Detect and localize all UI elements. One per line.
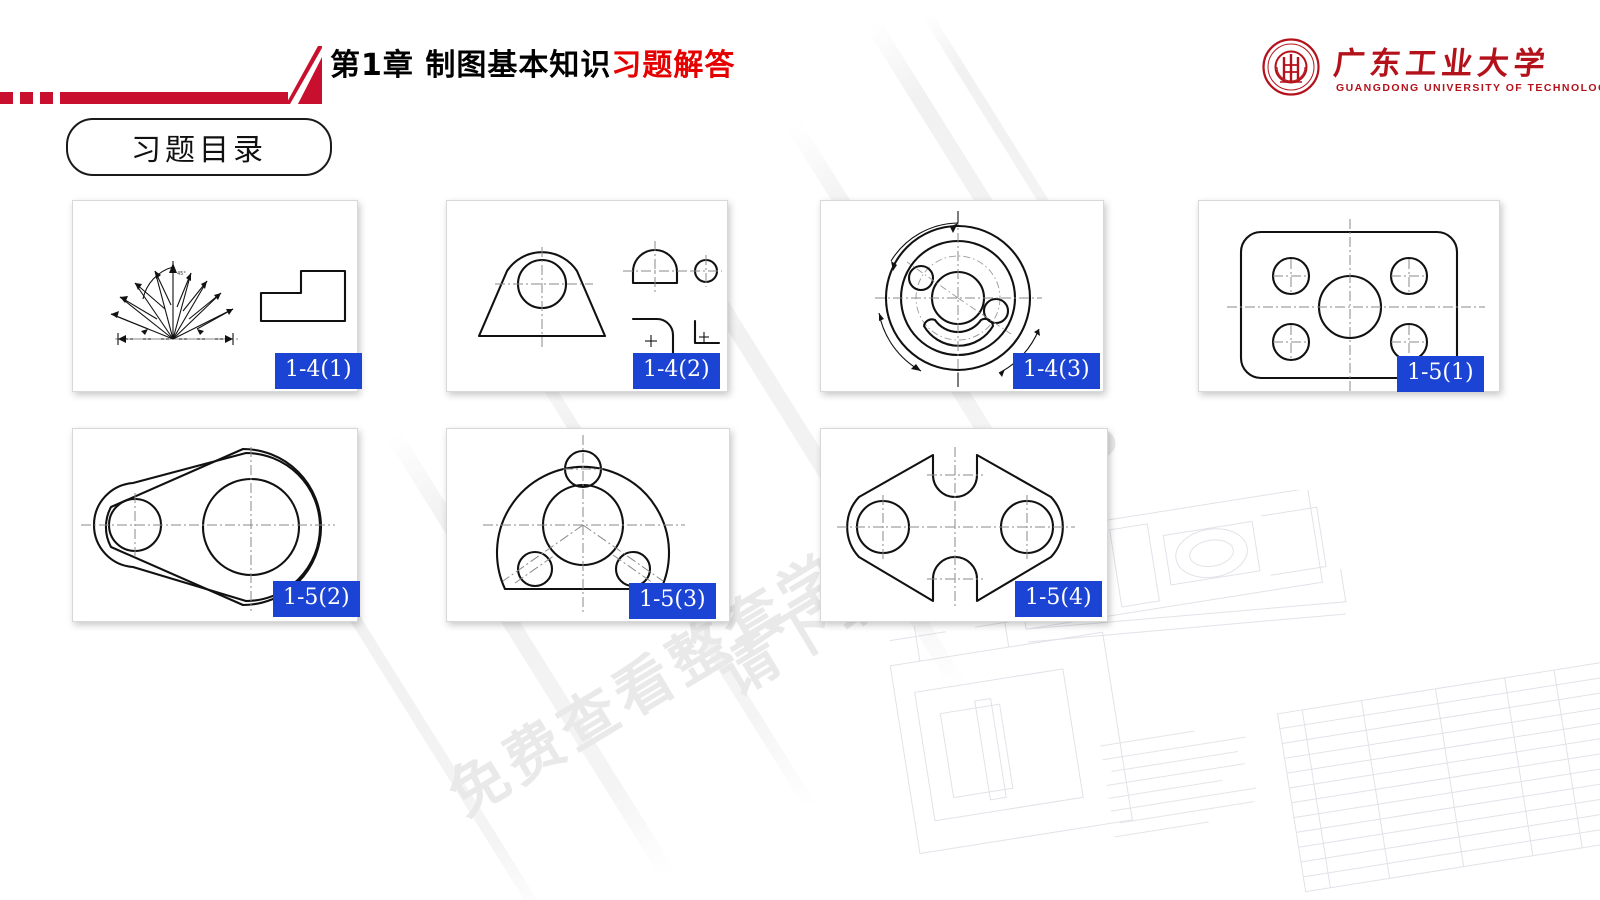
thumbnail-badge[interactable]: 1-5(3) bbox=[629, 583, 716, 619]
thumbnail-card-1-5-4[interactable]: 1-5(4) bbox=[820, 428, 1108, 622]
university-name-en: GUANGDONG UNIVERSITY OF TECHNOLOGY bbox=[1336, 82, 1600, 94]
university-logo: 广东工业大学 GUANGDONG UNIVERSITY OF TECHNOLOG… bbox=[1262, 38, 1600, 100]
page-title-main: 第1章 制图基本知识 bbox=[330, 48, 612, 83]
header-red-bar bbox=[0, 46, 322, 104]
thumbnail-card-1-4-3[interactable]: 1-4(3) bbox=[820, 200, 1104, 392]
thumbnail-badge[interactable]: 1-5(1) bbox=[1397, 356, 1484, 392]
section-pill-label: 习题目录 bbox=[131, 133, 267, 168]
thumbnail-card-1-5-1[interactable]: 1-5(1) bbox=[1198, 200, 1500, 392]
thumbnail-badge[interactable]: 1-5(2) bbox=[273, 581, 360, 617]
university-emblem-icon bbox=[1262, 38, 1320, 96]
university-name-cn: 广东工业大学 bbox=[1331, 46, 1552, 82]
thumbnail-card-1-5-3[interactable]: 1-5(3) bbox=[446, 428, 730, 622]
thumbnail-badge[interactable]: 1-5(4) bbox=[1015, 581, 1102, 617]
thumbnail-badge[interactable]: 1-4(1) bbox=[275, 353, 362, 389]
thumbnail-card-1-4-1[interactable]: 45° 1-4(1) bbox=[72, 200, 362, 392]
page-title: 第1章 制图基本知识习题解答 bbox=[330, 40, 735, 84]
thumbnail-card-1-4-2[interactable]: 1-4(2) bbox=[446, 200, 728, 392]
svg-text:45°: 45° bbox=[177, 271, 186, 277]
thumbnail-badge[interactable]: 1-4(3) bbox=[1013, 353, 1100, 389]
section-pill-exercise-catalog: 习题目录 bbox=[66, 118, 332, 176]
thumbnail-badge[interactable]: 1-4(2) bbox=[633, 353, 720, 389]
thumbnail-card-1-5-2[interactable]: 1-5(2) bbox=[72, 428, 360, 622]
figure-angle-fan-and-step-profile: 45° bbox=[110, 261, 347, 345]
slide-header: 第1章 制图基本知识习题解答 广东工业大学 GUANGDONG UNIVERSI… bbox=[0, 0, 1600, 120]
page-title-accent: 习题解答 bbox=[611, 48, 736, 83]
figure-rounded-plate-four-holes bbox=[1227, 219, 1485, 391]
